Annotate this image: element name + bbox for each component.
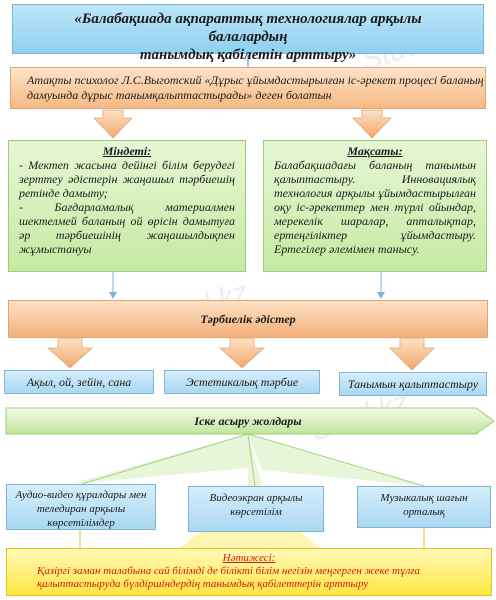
- result-heading: Нәтижесі:: [222, 552, 276, 564]
- down-arrow: [218, 337, 266, 369]
- result-box: Нәтижесі: Қазіргі заман талабына сай біл…: [6, 548, 492, 596]
- way-line: көрсетілімдер: [47, 517, 115, 529]
- mindeti-text: - Бағдарламалық материалмен шектелмей ба…: [19, 200, 235, 256]
- way-box: Музыкалық шағын орталық: [357, 486, 491, 528]
- fan-shape: [70, 434, 248, 484]
- intro-line: Атақты психолог Л.С.Выготский «Дұрыс ұйы…: [27, 73, 484, 87]
- down-arrow: [389, 337, 435, 371]
- result-line: қалыптастыруда бүлдіршіндердің танымдық …: [37, 578, 369, 590]
- method-box: Ақыл, ой, зейін, сана: [4, 370, 154, 394]
- down-arrow-left: [93, 109, 133, 139]
- down-arrow: [46, 337, 94, 369]
- way-line: теледиран арқылы: [36, 503, 126, 515]
- mindeti-box: Міндеті: - Мектеп жасына дейінгі білім б…: [8, 140, 246, 272]
- title-box: «Балабақшада ақпараттық технологиялар ар…: [12, 4, 484, 63]
- way-line: Музыкалық шағын: [380, 492, 468, 504]
- intro-box: Атақты психолог Л.С.Выготский «Дұрыс ұйы…: [10, 67, 486, 109]
- maksaty-heading: Мақсаты:: [347, 144, 403, 158]
- connector-line: [81, 433, 249, 485]
- iske-asyru-ribbon: [5, 407, 495, 435]
- tarbielik-label: Тәрбиелік әдістер: [200, 312, 296, 326]
- method-box: Танымын қалыптастыру: [339, 372, 487, 396]
- method-label: Танымын қалыптастыру: [347, 377, 479, 391]
- method-label: Ақыл, ой, зейін, сана: [26, 375, 132, 389]
- intro-line: дамуында дұрыс танымқалыптастырады» деге…: [27, 88, 332, 102]
- way-line: Аудио-видео құралдары мен: [15, 489, 147, 501]
- connector-line: [247, 433, 256, 487]
- maksaty-box: Мақсаты: Балабақшадағы баланың танымын қ…: [263, 140, 487, 272]
- title-line: танымдық қабілетін арттыру»: [139, 47, 357, 63]
- fan-shape: [180, 532, 320, 548]
- way-box: Аудио-видео құралдары мен теледиран арқы…: [6, 484, 156, 530]
- result-line: Қазіргі заман талабына сай білімді де бі…: [37, 565, 421, 577]
- title-line: «Балабақшада ақпараттық технологиялар ар…: [74, 11, 422, 45]
- connector-line: [247, 433, 425, 487]
- tarbielik-box: Тәрбиелік әдістер: [8, 300, 488, 338]
- way-line: Видеоэкран арқылы: [209, 492, 303, 504]
- method-box: Эстетикалық тәрбие: [164, 370, 320, 394]
- fan-shape: [248, 434, 262, 486]
- maksaty-text: Балабақшадағы баланың танымын қалыптасты…: [274, 158, 476, 256]
- way-box: Видеоэкран арқылы көрсетілім: [188, 486, 324, 532]
- down-arrow-right: [352, 109, 392, 139]
- way-line: орталық: [403, 506, 445, 518]
- method-label: Эстетикалық тәрбие: [185, 375, 299, 389]
- mindeti-text: - Мектеп жасына дейінгі білім берудегі з…: [19, 158, 235, 200]
- iske-asyru-label: Іске асыру жолдары: [194, 414, 302, 428]
- mindeti-heading: Міндеті:: [102, 144, 152, 158]
- way-line: көрсетілім: [230, 506, 282, 518]
